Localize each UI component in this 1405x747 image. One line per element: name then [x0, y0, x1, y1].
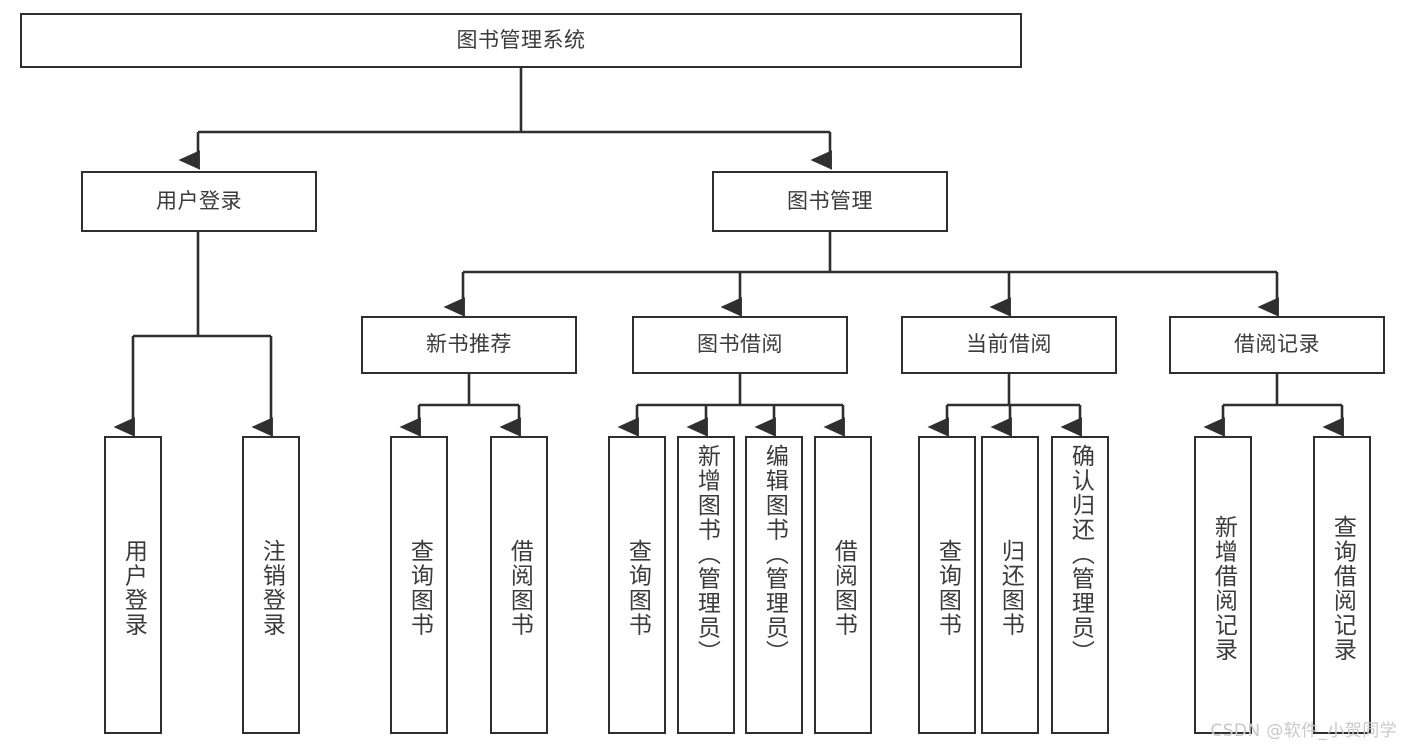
- leaf-user-login-1[interactable]: 用户登录: [104, 436, 162, 734]
- leaf-user-login-2[interactable]: 注销登录: [242, 436, 300, 734]
- leaf-borrow-record-1[interactable]: 新增借阅记录: [1194, 436, 1252, 734]
- leaf-current-borrow-3-label: 确认归还（管理员）: [1067, 444, 1094, 665]
- leaf-borrow-record-1-label: 新增借阅记录: [1210, 514, 1237, 662]
- leaf-current-borrow-1-label: 查询图书: [934, 539, 961, 637]
- node-current-borrow-label: 当前借阅: [966, 332, 1052, 357]
- leaf-book-borrow-4[interactable]: 借阅图书: [814, 436, 872, 734]
- leaf-book-borrow-2-label: 新增图书（管理员）: [693, 444, 720, 665]
- node-borrow-record-label: 借阅记录: [1234, 332, 1320, 357]
- node-user-login-label: 用户登录: [156, 188, 242, 213]
- leaf-current-borrow-2-label: 归还图书: [997, 539, 1024, 637]
- node-new-book-recommend[interactable]: 新书推荐: [361, 316, 577, 374]
- leaf-book-borrow-3-label: 编辑图书（管理员）: [761, 444, 788, 665]
- leaf-book-borrow-1-label: 查询图书: [624, 539, 651, 637]
- leaf-new-book-1[interactable]: 查询图书: [390, 436, 448, 734]
- node-current-borrow[interactable]: 当前借阅: [901, 316, 1117, 374]
- leaf-new-book-1-label: 查询图书: [406, 539, 433, 637]
- leaf-current-borrow-3[interactable]: 确认归还（管理员）: [1051, 436, 1109, 734]
- leaf-borrow-record-2-label: 查询借阅记录: [1329, 514, 1356, 662]
- leaf-user-login-2-label: 注销登录: [258, 539, 285, 637]
- leaf-borrow-record-2[interactable]: 查询借阅记录: [1313, 436, 1371, 734]
- node-root-label: 图书管理系统: [456, 27, 586, 52]
- node-book-management-label: 图书管理: [787, 188, 873, 213]
- leaf-new-book-2[interactable]: 借阅图书: [490, 436, 548, 734]
- leaf-book-borrow-4-label: 借阅图书: [830, 539, 857, 637]
- leaf-book-borrow-1[interactable]: 查询图书: [608, 436, 666, 734]
- leaf-book-borrow-2[interactable]: 新增图书（管理员）: [677, 436, 735, 734]
- node-borrow-record[interactable]: 借阅记录: [1169, 316, 1385, 374]
- leaf-current-borrow-1[interactable]: 查询图书: [918, 436, 976, 734]
- node-new-book-recommend-label: 新书推荐: [426, 332, 512, 357]
- node-root[interactable]: 图书管理系统: [20, 13, 1022, 68]
- node-book-borrow-label: 图书借阅: [697, 332, 783, 357]
- node-book-borrow[interactable]: 图书借阅: [632, 316, 848, 374]
- watermark-text: CSDN @软件_小贺同学: [1210, 721, 1397, 741]
- node-user-login[interactable]: 用户登录: [81, 171, 317, 232]
- leaf-new-book-2-label: 借阅图书: [506, 539, 533, 637]
- node-book-management[interactable]: 图书管理: [712, 171, 948, 232]
- leaf-book-borrow-3[interactable]: 编辑图书（管理员）: [745, 436, 803, 734]
- leaf-current-borrow-2[interactable]: 归还图书: [981, 436, 1039, 734]
- leaf-user-login-1-label: 用户登录: [120, 539, 147, 637]
